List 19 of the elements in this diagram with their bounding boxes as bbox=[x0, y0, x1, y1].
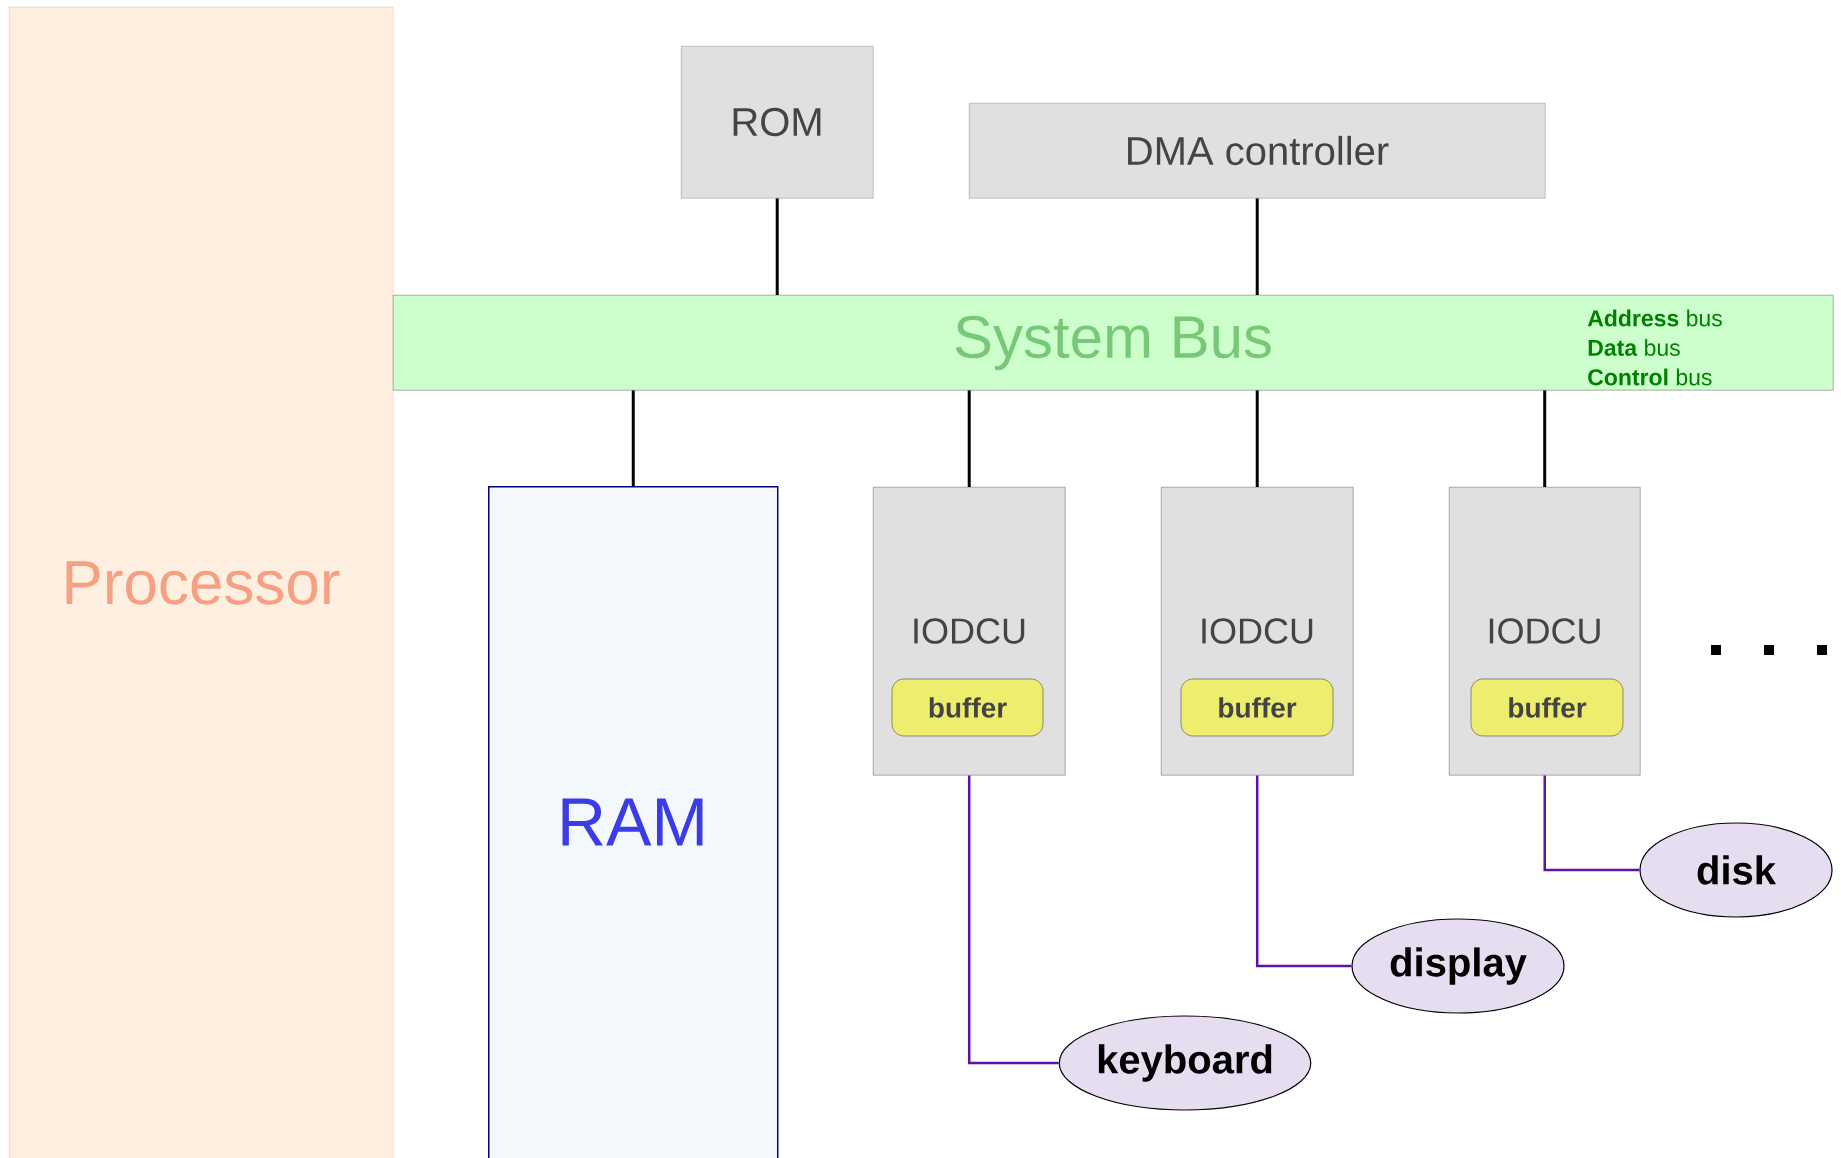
connector-line bbox=[967, 390, 971, 487]
buffer-box: buffer bbox=[1470, 678, 1624, 737]
processor-block: Processor bbox=[9, 7, 394, 1158]
connector-line bbox=[775, 198, 779, 295]
buffer-box: buffer bbox=[891, 678, 1044, 737]
bus-line-label: Address bus bbox=[1587, 309, 1722, 327]
connector-line bbox=[631, 390, 635, 486]
ram-block: RAM bbox=[488, 486, 779, 1158]
connector-line bbox=[967, 775, 1059, 1065]
connector-line bbox=[1543, 775, 1640, 872]
connector-line bbox=[1255, 198, 1259, 295]
buffer-box: buffer bbox=[1180, 678, 1334, 737]
connector-line bbox=[1255, 390, 1259, 487]
connector-line bbox=[1255, 775, 1352, 968]
bus-line-label: Control bus bbox=[1588, 368, 1712, 386]
component-box: DMA controller bbox=[969, 103, 1546, 199]
connector-line bbox=[1543, 390, 1547, 487]
bus-line-label: Data bus bbox=[1588, 339, 1680, 356]
component-box: ROM bbox=[681, 46, 874, 199]
